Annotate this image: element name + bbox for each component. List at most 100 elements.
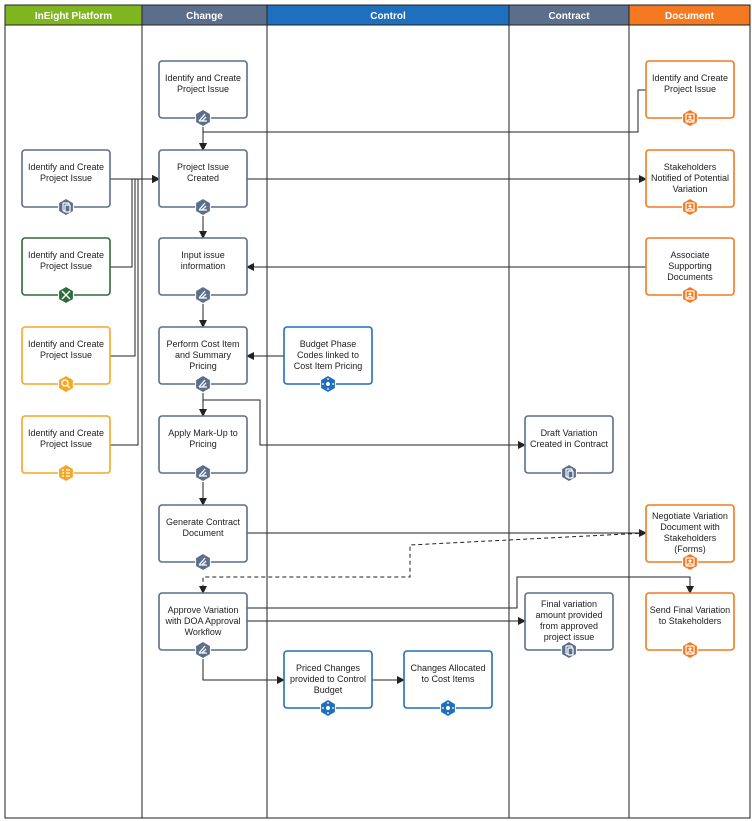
connector-c7-k2 [202,657,285,684]
lane-platform: InEight Platform [4,4,143,819]
node-label-line: Identify and Create [28,162,104,172]
node-label-line: Documents [667,272,713,282]
contract-icon [58,197,74,217]
node-label-line: Project Issue [177,162,229,172]
node-label-line: Priced Changes [296,663,361,673]
node-label-line: Stakeholders [664,533,717,543]
node-label-line: Supporting [668,261,712,271]
connector-p4-c2 [110,175,160,446]
node-label-line: Project Issue [177,84,229,94]
connector-d4-c7 [199,532,647,594]
node-label-line: (Forms) [674,544,706,554]
node-label-line: Input issue [181,250,225,260]
node-label-line: provided to Control [290,674,366,684]
node-label-line: project issue [544,632,595,642]
lane-change: Change [141,4,268,819]
node-label-line: information [181,261,226,271]
document-icon [682,108,698,128]
change-icon [195,285,211,305]
node-label-line: Project Issue [40,439,92,449]
control-icon [440,698,456,718]
change-icon [195,640,211,660]
node-label-line: Project Issue [40,173,92,183]
lane-body [628,24,751,819]
lane-title: Control [370,11,406,22]
search-icon [58,374,74,394]
change-icon [195,197,211,217]
node-label-line: Perform Cost Item [166,339,239,349]
connector-d1-c2 [199,89,646,151]
node-label-line: Budget Phase [300,339,357,349]
node-label-line: Send Final Variation [650,605,730,615]
connector-c4-t1 [203,399,526,449]
connector-c7-d5 [247,576,694,609]
node-label-line: Identify and Create [28,250,104,260]
node-label-line: Changes Allocated [410,663,485,673]
lane-document: Document [628,4,751,819]
node-label-line: Document with [660,522,720,532]
node-label-line: Notified of Potential [651,173,729,183]
node-label-line: Draft Variation [541,428,598,438]
tools-icon [58,285,74,305]
node-label-line: Codes linked to [297,350,359,360]
node-label-line: Pricing [189,439,217,449]
node-label-line: from approved [540,621,598,631]
document-icon [682,285,698,305]
contract-icon [561,640,577,660]
change-icon [195,108,211,128]
change-icon [195,552,211,572]
node-label-line: Created [187,173,219,183]
lane-title: Contract [548,11,590,22]
node-label-line: to Stakeholders [659,616,722,626]
node-label-line: Created in Contract [530,439,609,449]
change-icon [195,374,211,394]
node-label-line: Identify and Create [165,73,241,83]
node-label-line: Approve Variation [168,605,239,615]
node-label-line: Budget [314,685,343,695]
node-label-line: Generate Contract [166,517,241,527]
node-label-line: Apply Mark-Up to [168,428,238,438]
change-icon [195,463,211,483]
node-label-line: Workflow [185,627,222,637]
lane-title: Document [665,11,715,22]
node-label-line: with DOA Approval [164,616,240,626]
node-label-line: Document [182,528,224,538]
document-icon [682,197,698,217]
node-label-line: Project Issue [40,261,92,271]
list-icon [58,463,74,483]
node-label-line: Identify and Create [28,428,104,438]
node-label-line: and Summary [175,350,232,360]
document-icon [682,552,698,572]
control-icon [320,374,336,394]
node-label-line: Identify and Create [28,339,104,349]
node-label-line: Project Issue [40,350,92,360]
node-label-line: Identify and Create [652,73,728,83]
node-label-line: Project Issue [664,84,716,94]
node-label-line: Variation [673,184,708,194]
lane-header [628,4,751,26]
node-label-line: Stakeholders [664,162,717,172]
